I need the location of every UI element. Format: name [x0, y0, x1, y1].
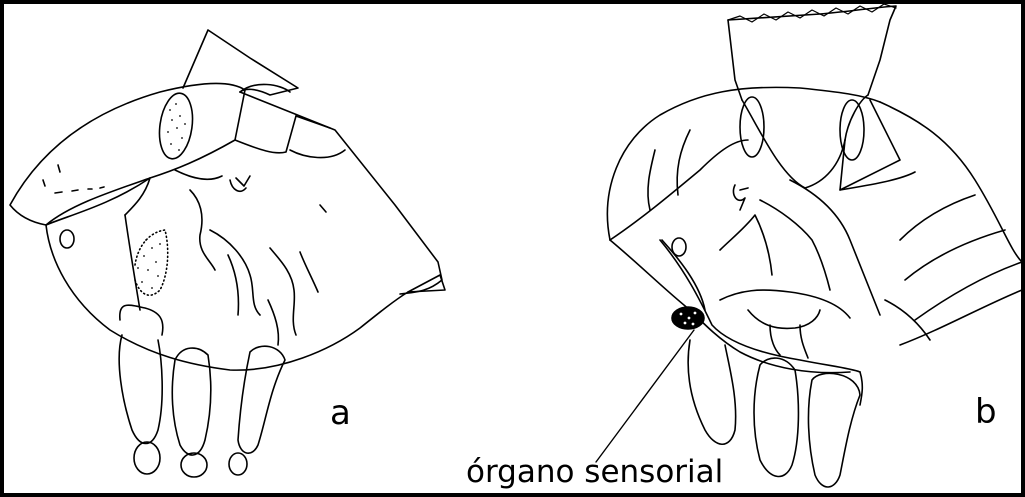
panel-a-drawing [10, 30, 445, 477]
sensory-organ-annotation: órgano sensorial [466, 454, 723, 490]
panel-b-drawing [596, 4, 1022, 487]
annotation-leader-line [596, 330, 694, 462]
panel-b-label: b [975, 392, 997, 432]
panel-a-label: a [330, 393, 351, 433]
stippling-a [137, 103, 186, 289]
